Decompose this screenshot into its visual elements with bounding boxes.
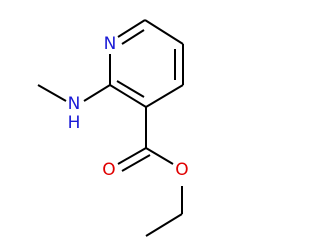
amine-nitrogen-label: N xyxy=(68,94,81,114)
ethyl-ester-group xyxy=(117,107,183,237)
bond-n1-c6 xyxy=(117,19,146,38)
bond-c4-c3 xyxy=(145,84,184,108)
pyridine-ring xyxy=(109,19,184,108)
bond-c3-c2 xyxy=(109,84,147,108)
methylamino-group xyxy=(37,84,111,102)
ring-nitrogen-label: N xyxy=(104,34,117,54)
bond-carbonyl-carbon-ester-oxygen xyxy=(145,147,174,165)
carbonyl-oxygen-label: O xyxy=(102,160,115,180)
bond-c2-nh xyxy=(83,84,111,102)
bond-carbonyl-double-b xyxy=(121,154,151,172)
bond-c3-c2-inner xyxy=(116,80,145,98)
amine-hydrogen-label: H xyxy=(68,113,81,133)
bond-c6-c5 xyxy=(144,19,184,45)
bond-n1-c6-inner xyxy=(121,29,145,45)
bond-nh-methyl xyxy=(37,84,67,102)
bond-carbonyl-double-a xyxy=(117,147,147,165)
bond-ch2-ch3 xyxy=(145,213,183,237)
ester-oxygen-label: O xyxy=(175,160,188,180)
chemical-structure-diagram: N N H O O xyxy=(37,19,189,237)
